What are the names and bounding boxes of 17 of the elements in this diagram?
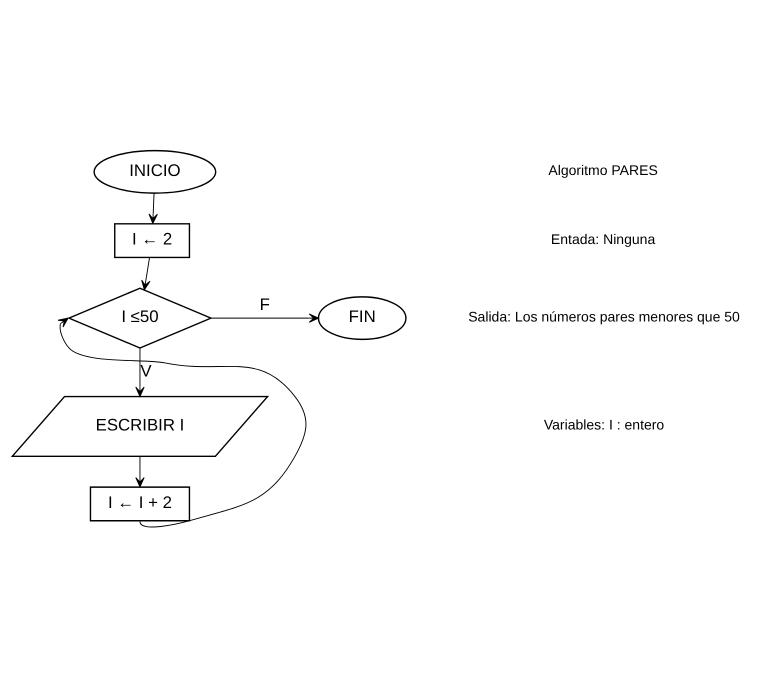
arrow (141, 256, 150, 290)
arrow (210, 312, 319, 322)
label: Algoritmo PARES (548, 162, 658, 178)
label: Salida: Los números pares menores que 50 (468, 308, 740, 324)
node-box: I ← 2 (114, 222, 190, 258)
edge-label: V (140, 360, 152, 380)
arrow (135, 455, 145, 487)
arrow (58, 317, 306, 527)
label: Entada: Ninguna (550, 230, 656, 246)
node-ellipse: FIN (318, 296, 407, 340)
node-ellipse: INICIO (93, 149, 216, 194)
node-diamond: I ≤50 (67, 286, 213, 348)
edge-label: F (260, 294, 270, 314)
label: Variables: I : entero (544, 416, 664, 432)
arrow (148, 192, 158, 224)
node-box: I ← I + 2 (90, 486, 190, 521)
arrow (135, 347, 145, 396)
